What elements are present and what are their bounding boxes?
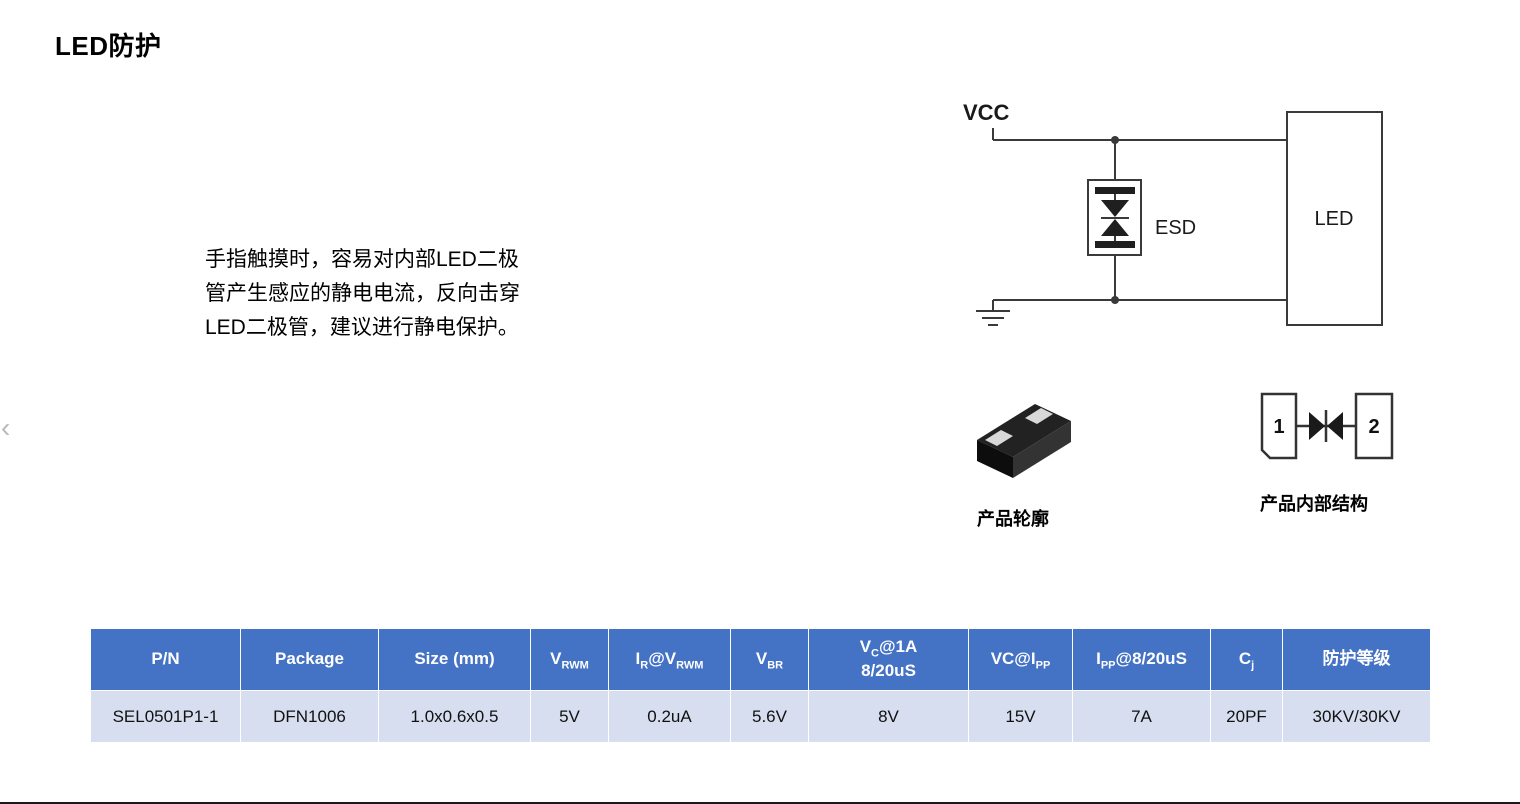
pin1-box xyxy=(1260,392,1298,460)
outline-caption: 产品轮廓 xyxy=(977,509,1049,529)
description-text: 手指触摸时，容易对内部LED二极 管产生感应的静电电流，反向击穿 LED二极管，… xyxy=(205,243,520,345)
led-block xyxy=(1286,111,1383,326)
internal-structure-image: 1 2 xyxy=(1260,392,1394,460)
col-package: Package xyxy=(240,628,379,691)
esd-label: ESD xyxy=(1155,217,1196,239)
spec-table-data-row: SEL0501P1-1 DFN1006 1.0x0.6x0.5 5V 0.2uA… xyxy=(90,690,1431,743)
cell-grade: 30KV/30KV xyxy=(1282,690,1431,743)
vcc-label: VCC xyxy=(963,100,1010,125)
col-vrwm: VRWM xyxy=(530,628,609,691)
left-nav-chevron-icon[interactable]: ‹ xyxy=(1,412,11,443)
col-size: Size (mm) xyxy=(378,628,531,691)
ground-icon xyxy=(976,300,1010,326)
junction-dot-bottom xyxy=(1111,296,1119,304)
bidirectional-diode-icon xyxy=(1309,412,1325,440)
description-line-1: 手指触摸时，容易对内部LED二极 xyxy=(205,248,519,271)
cell-package: DFN1006 xyxy=(240,690,379,743)
spec-table: P/N Package Size (mm) VRWM IR@VRWM VBR V… xyxy=(90,628,1431,743)
pin1-number: 1 xyxy=(1273,416,1284,438)
esd-circuit-diagram: VCC LED ESD xyxy=(963,100,1383,326)
product-outline-image xyxy=(977,404,1071,478)
col-vc-at-1a: VC@1A 8/20uS xyxy=(808,628,969,691)
esd-component-box xyxy=(1087,179,1142,256)
cell-vbr: 5.6V xyxy=(730,690,809,743)
spec-table-header-row: P/N Package Size (mm) VRWM IR@VRWM VBR V… xyxy=(90,628,1431,691)
col-cj: Cj xyxy=(1210,628,1283,691)
cell-vrwm: 5V xyxy=(530,690,609,743)
internal-caption: 产品内部结构 xyxy=(1260,494,1368,514)
cell-ir: 0.2uA xyxy=(608,690,731,743)
junction-dot-top xyxy=(1111,136,1119,144)
description-line-3: LED二极管，建议进行静电保护。 xyxy=(205,316,519,339)
cell-vcipp: 15V xyxy=(968,690,1073,743)
spec-table-container: P/N Package Size (mm) VRWM IR@VRWM VBR V… xyxy=(90,628,1431,743)
col-pn: P/N xyxy=(90,628,241,691)
led-label: LED xyxy=(1315,208,1354,230)
col-grade: 防护等级 xyxy=(1282,628,1431,691)
chip-pad-2 xyxy=(1025,408,1053,424)
page-title: LED防护 xyxy=(55,31,162,61)
col-ir-at-vrwm: IR@VRWM xyxy=(608,628,731,691)
cell-vc: 8V xyxy=(808,690,969,743)
bottom-divider xyxy=(0,802,1520,804)
col-ipp: IPP@8/20uS xyxy=(1072,628,1211,691)
cell-size: 1.0x0.6x0.5 xyxy=(378,690,531,743)
col-vbr: VBR xyxy=(730,628,809,691)
tvs-diode-icon xyxy=(1101,200,1129,217)
chip-pad-1 xyxy=(985,430,1013,446)
cell-cj: 20PF xyxy=(1210,690,1283,743)
cell-pn: SEL0501P1-1 xyxy=(90,690,241,743)
cell-ipp: 7A xyxy=(1072,690,1211,743)
description-line-2: 管产生感应的静电电流，反向击穿 xyxy=(205,282,520,305)
pin2-box xyxy=(1354,392,1394,460)
pin2-number: 2 xyxy=(1368,416,1379,438)
col-vc-at-ipp: VC@IPP xyxy=(968,628,1073,691)
